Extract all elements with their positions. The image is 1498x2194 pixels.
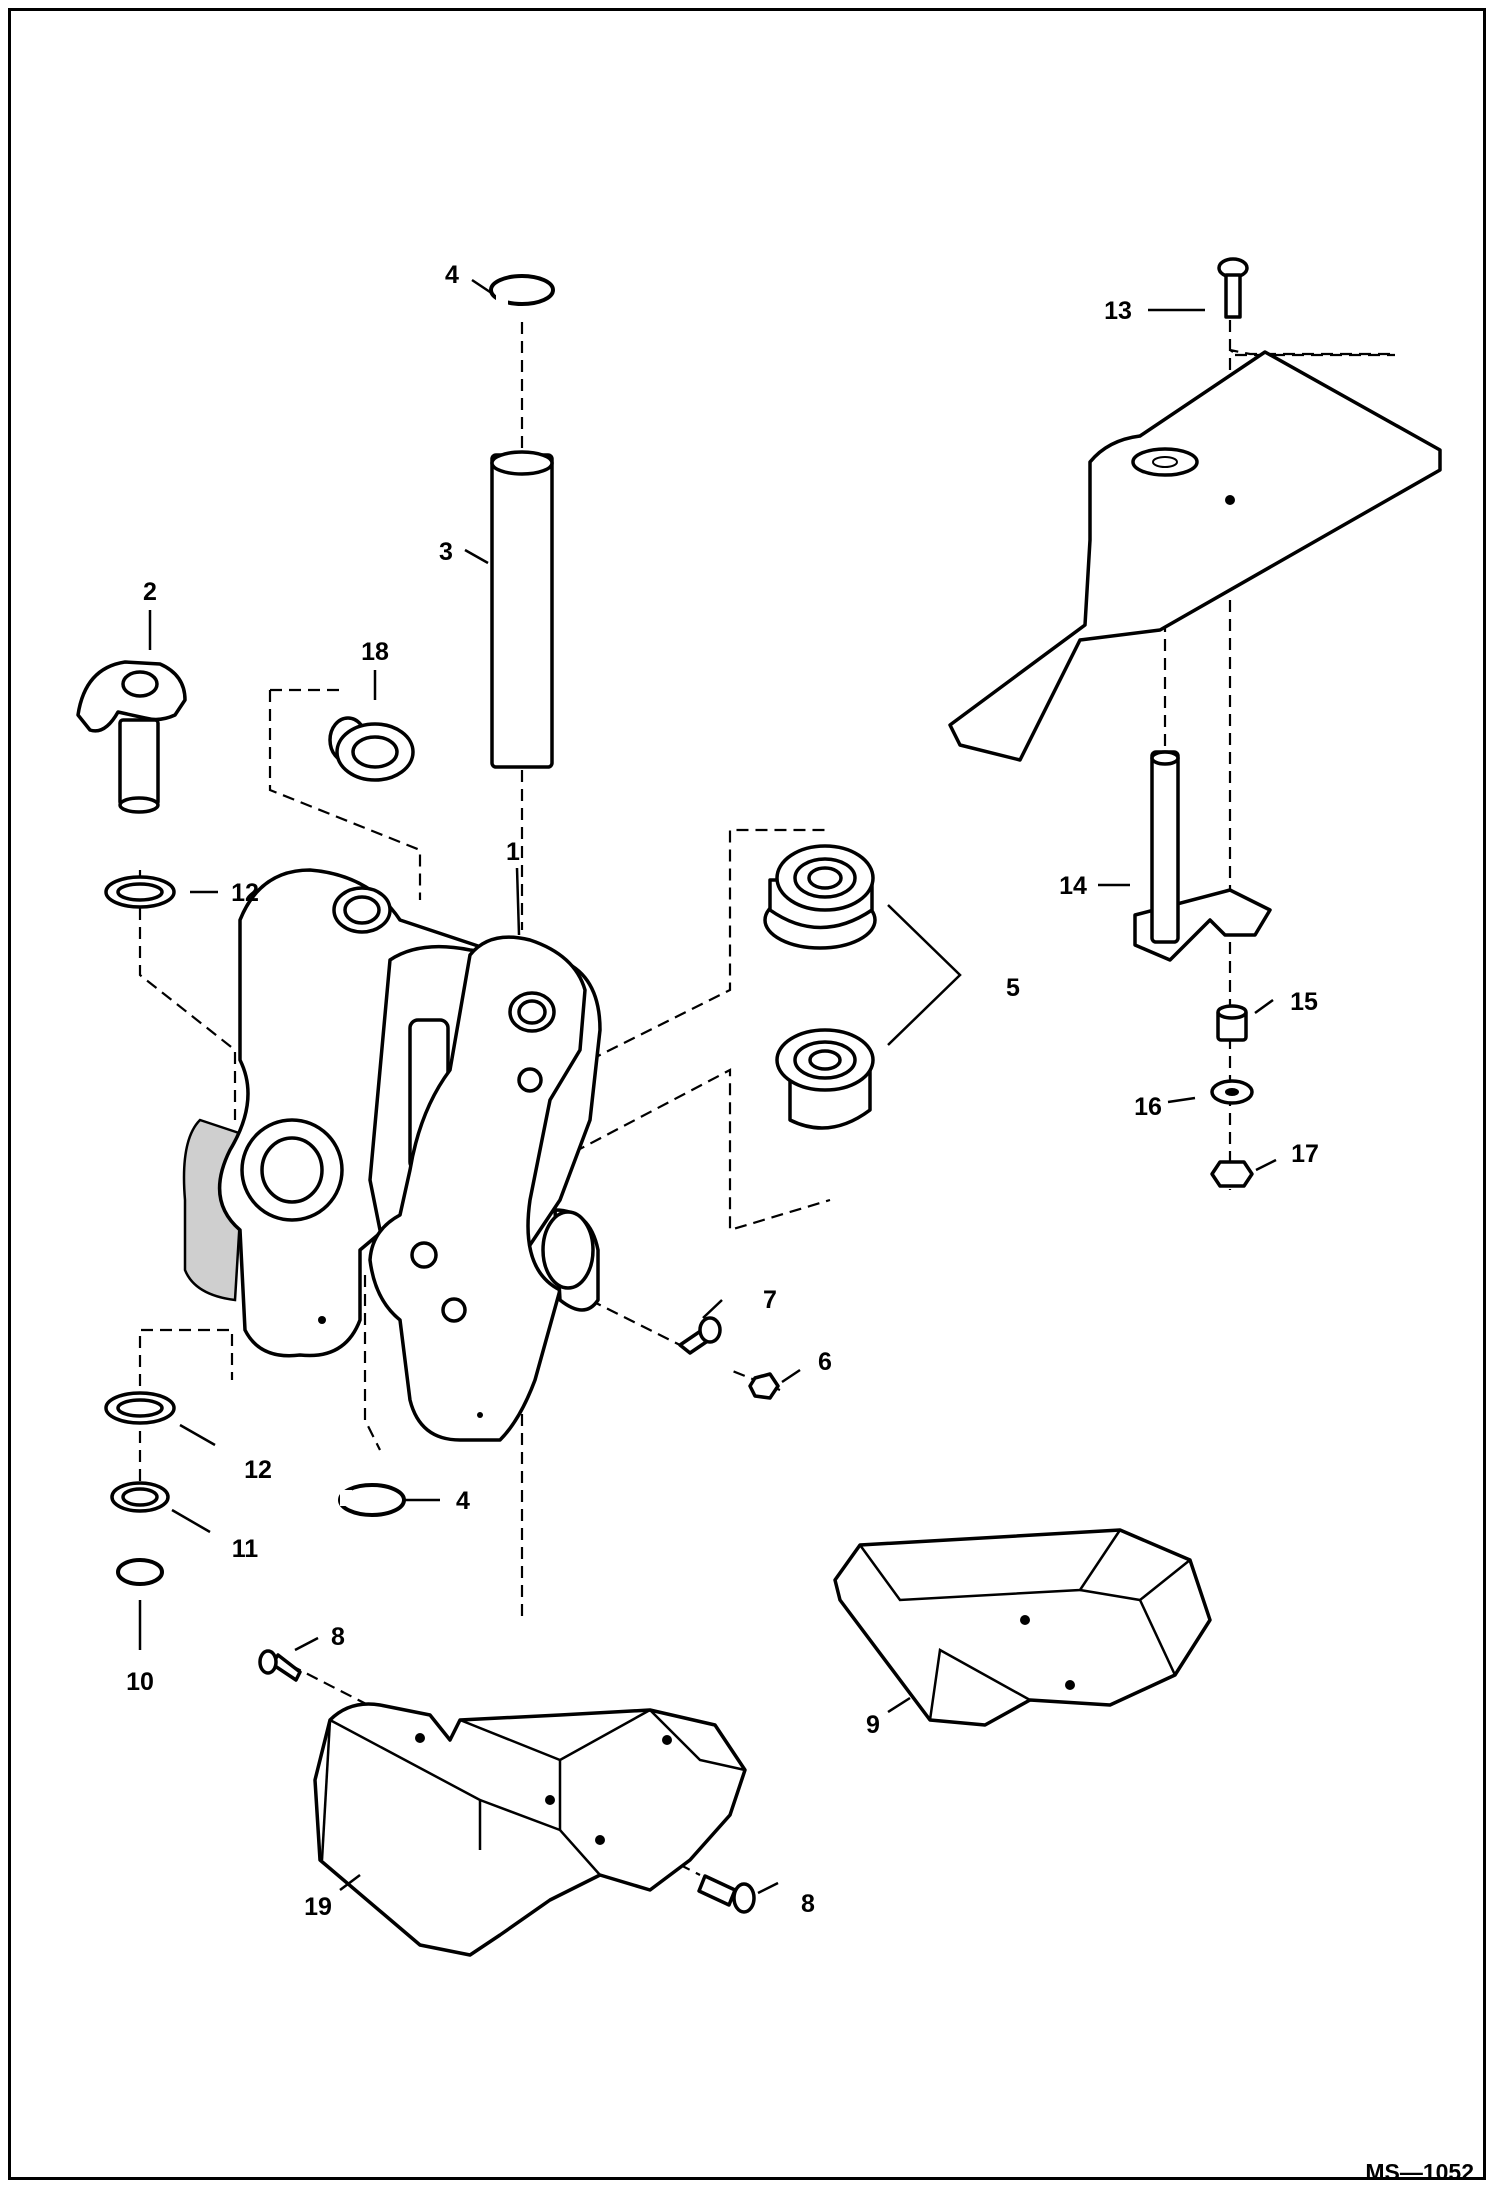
pin-part-2 <box>76 660 187 814</box>
callout-12-bottom: 12 <box>244 1456 272 1484</box>
bolt-part-7 <box>678 1316 722 1355</box>
callout-15: 15 <box>1290 988 1318 1016</box>
washer-part-11 <box>110 1481 170 1513</box>
seal-part-5-upper <box>763 844 877 950</box>
guard-part-9 <box>833 1528 1212 1727</box>
seal-part-5-lower <box>775 1028 875 1130</box>
nut-part-17 <box>1210 1160 1254 1188</box>
callout-6: 6 <box>818 1348 832 1376</box>
snap-ring-part-10 <box>116 1558 164 1586</box>
callout-8-lower: 8 <box>801 1890 815 1918</box>
callout-4-top: 4 <box>445 261 459 289</box>
bolt-part-8-upper <box>258 1649 302 1682</box>
bolt-part-8-lower <box>697 1874 756 1914</box>
callout-10: 10 <box>126 1668 154 1696</box>
callout-11: 11 <box>232 1535 259 1563</box>
callout-8-upper: 8 <box>331 1623 345 1651</box>
callout-13: 13 <box>1104 297 1132 325</box>
lever-plate <box>948 350 1442 762</box>
drawing-code: MS—1052 <box>1365 2159 1474 2185</box>
pin-part-14 <box>1133 750 1272 962</box>
washer-part-12-bottom <box>104 1391 176 1425</box>
callout-2: 2 <box>143 578 157 606</box>
callout-1: 1 <box>506 838 520 866</box>
callout-17: 17 <box>1291 1140 1319 1168</box>
swing-frame-part-1 <box>182 868 602 1442</box>
washer-part-12-top <box>104 875 176 909</box>
snap-ring-part-4-bottom <box>338 1483 406 1517</box>
callout-12-top: 12 <box>231 879 259 907</box>
callout-19: 19 <box>304 1893 332 1921</box>
pin-part-3 <box>490 450 554 769</box>
screw-part-13 <box>1217 257 1249 319</box>
callout-16: 16 <box>1134 1093 1162 1121</box>
callout-9: 9 <box>866 1711 880 1739</box>
spacer-part-15 <box>1216 1004 1248 1042</box>
callout-7: 7 <box>763 1286 777 1314</box>
guard-part-19 <box>313 1702 747 1957</box>
diagram-border <box>8 8 1486 2180</box>
callout-18: 18 <box>361 638 389 666</box>
callout-4-bottom: 4 <box>456 1487 470 1515</box>
bushing-part-18 <box>328 716 415 782</box>
washer-part-16 <box>1210 1079 1254 1105</box>
callout-labels: 4 3 2 18 1 12 5 7 6 12 4 11 10 8 8 9 19 … <box>126 261 1319 1921</box>
callout-14: 14 <box>1059 872 1087 900</box>
callout-5: 5 <box>1006 974 1020 1002</box>
snap-ring-part-4-top <box>489 274 555 306</box>
leader-lines <box>138 278 1277 1895</box>
callout-3: 3 <box>439 538 453 566</box>
nut-part-6 <box>748 1372 780 1400</box>
